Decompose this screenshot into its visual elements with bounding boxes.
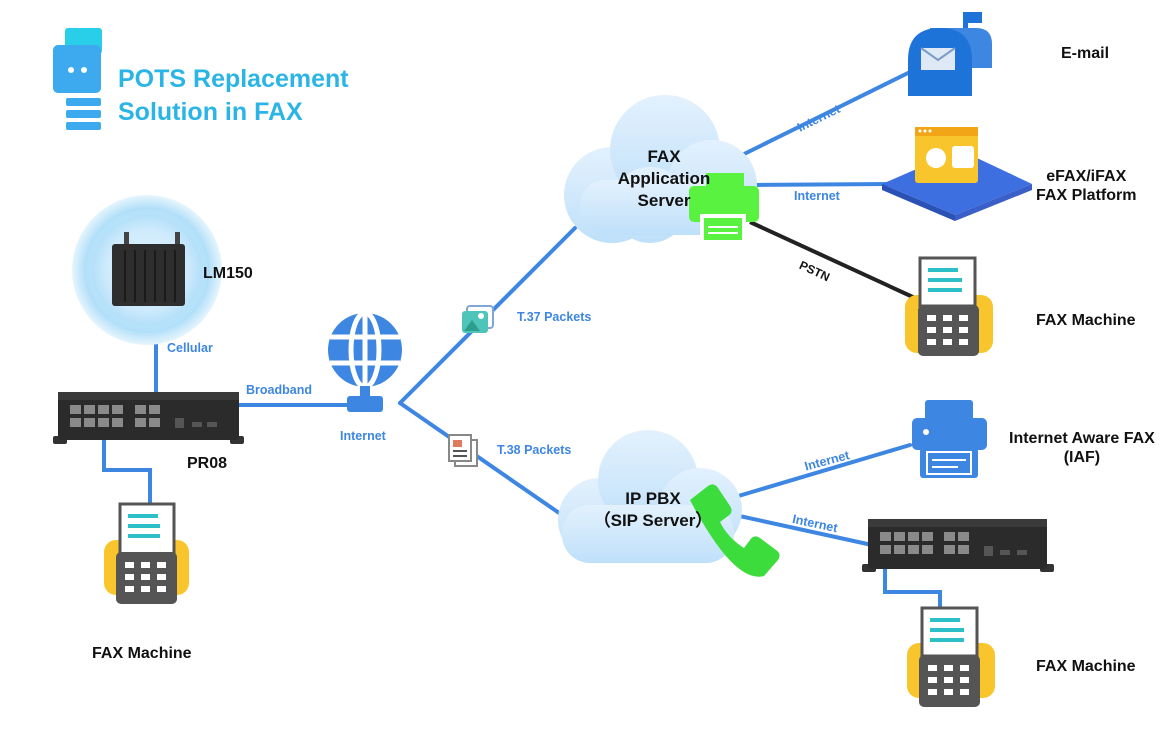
internet-globe-icon <box>328 310 402 412</box>
t38-label: T.38 Packets <box>497 443 572 457</box>
ip-pbx-label-line-2: （SIP Server） <box>593 511 713 530</box>
fax-machine-left-icon <box>104 502 189 604</box>
phone-icon <box>690 484 780 577</box>
fax-server-label: FAX Application Server <box>594 146 734 212</box>
fax-machine-pstn-icon <box>905 256 993 356</box>
t37-packet-icon <box>462 305 494 333</box>
efax-label: eFAX/iFAX FAX Platform <box>1036 167 1136 205</box>
efax-label-line-2: FAX Platform <box>1036 187 1137 204</box>
pr08-right-link <box>733 513 874 547</box>
efax-label-line-1: eFAX/iFAX <box>1046 168 1127 185</box>
fax-bottom-label: FAX Machine <box>1036 658 1136 675</box>
pr08-fax-link <box>102 416 152 507</box>
efax-platform-icon <box>882 127 1032 221</box>
fax-pstn-label: FAX Machine <box>1036 312 1136 329</box>
connection-lines <box>102 70 942 614</box>
cellular-label: Cellular <box>167 341 213 355</box>
efax-link <box>748 182 892 187</box>
pr08-label: PR08 <box>187 455 228 472</box>
title-line-1: POTS Replacement <box>118 65 349 93</box>
pr08-right-device-icon <box>862 519 1054 572</box>
t38-packet-icon <box>448 434 478 467</box>
broadband-label: Broadband <box>246 383 312 397</box>
pr08-device-icon <box>53 392 244 444</box>
mailbox-icon <box>908 12 992 96</box>
title-line-2: Solution in FAX <box>118 98 303 126</box>
lm150-label: LM150 <box>203 265 253 282</box>
ip-pbx-cloud <box>558 430 742 563</box>
fax-left-label: FAX Machine <box>92 645 192 662</box>
pstn-link <box>749 220 916 300</box>
iaf-label-line-1: Internet Aware FAX <box>1009 430 1155 447</box>
internet-efax-label: Internet <box>794 189 840 203</box>
lm150-router-icon <box>112 232 185 306</box>
printer-icon <box>689 173 759 242</box>
email-link <box>730 70 912 162</box>
internet-hub-label: Internet <box>340 429 386 443</box>
iaf-label: Internet Aware FAX (IAF) <box>1009 429 1155 467</box>
fax-machine-bottom-icon <box>907 606 995 707</box>
title-logo-icon <box>53 28 102 130</box>
iaf-label-line-2: (IAF) <box>1063 449 1101 466</box>
iaf-link <box>733 443 912 499</box>
page-title: POTS Replacement Solution in FAX <box>118 63 349 129</box>
iaf-printer-icon <box>912 400 987 478</box>
ip-pbx-label: IP PBX （SIP Server） <box>583 488 723 532</box>
t37-label: T.37 Packets <box>517 310 592 324</box>
pr08-right-fax-link <box>883 563 942 614</box>
ip-pbx-label-line-1: IP PBX <box>625 489 681 508</box>
fax-server-label-line-3: Server <box>637 191 691 210</box>
fax-server-label-line-2: Application <box>617 169 711 188</box>
t38-link <box>398 401 564 517</box>
email-label: E-mail <box>1061 45 1110 62</box>
fax-server-label-line-1: FAX <box>647 147 681 166</box>
